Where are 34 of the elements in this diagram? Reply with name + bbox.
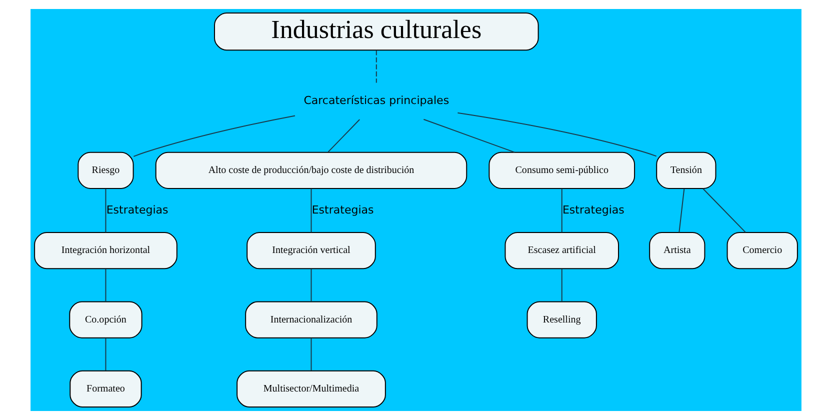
node-box: Consumo semi-público (488, 151, 636, 188)
node-box: Reselling (526, 300, 597, 338)
connector (105, 337, 106, 370)
node-box: Integración vertical (246, 232, 376, 269)
edge-label: Estrategias (562, 202, 624, 216)
connector (133, 114, 296, 156)
connector (310, 268, 312, 302)
node-box: Industrias culturales (214, 12, 539, 50)
edge-label: Estrategias (312, 202, 374, 216)
connector (702, 188, 746, 232)
node-box: Multisector/Multimedia (236, 370, 386, 407)
connector (561, 188, 562, 232)
edge-label: Estrategias (106, 202, 168, 216)
connector (105, 268, 106, 302)
node-box: Integración horizontal (34, 232, 178, 269)
connector (310, 337, 312, 370)
node-box: Escasez artificial (504, 232, 619, 269)
node-box: Artista (649, 232, 706, 269)
node-box: Comercio (726, 232, 798, 269)
connector (310, 188, 312, 232)
connector (678, 188, 685, 232)
node-box: Alto coste de producción/bajo coste de distribución (155, 151, 468, 188)
node-box: Co.opción (69, 300, 142, 338)
node-box: Internacionalización (245, 300, 378, 338)
node-text: Carcaterísticas principales (304, 94, 450, 107)
connector (457, 112, 657, 156)
node-box: Tensión (656, 151, 716, 188)
connector (561, 268, 562, 302)
connector (423, 118, 516, 152)
connector (105, 188, 106, 232)
node-box: Riesgo (78, 151, 134, 188)
connector (328, 118, 360, 152)
connector (376, 49, 377, 83)
node-box: Formateo (70, 370, 142, 407)
